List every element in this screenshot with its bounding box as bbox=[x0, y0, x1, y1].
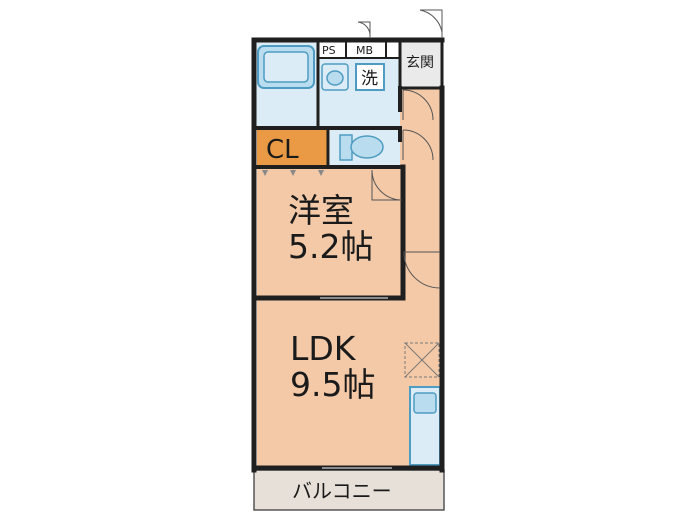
ps-label: PS bbox=[322, 44, 336, 57]
mb-box bbox=[350, 40, 386, 58]
entrance-label: 玄関 bbox=[406, 54, 434, 71]
ps-box bbox=[318, 40, 346, 58]
window-lines bbox=[320, 297, 392, 469]
western-room-name: 洋室 bbox=[288, 191, 354, 230]
walls bbox=[251, 37, 445, 473]
western-room-size: 5.2帖 bbox=[288, 227, 373, 266]
ldk-name: LDK bbox=[290, 329, 357, 368]
western-room-area bbox=[257, 167, 402, 298]
washer-label: 洗 bbox=[361, 69, 378, 89]
refrigerator-icon bbox=[404, 342, 440, 378]
door-swings bbox=[357, 9, 443, 289]
washbasin-icon bbox=[321, 63, 349, 91]
closet-area bbox=[257, 130, 327, 166]
bathtub-icon bbox=[257, 45, 315, 89]
mb-label: MB bbox=[356, 44, 373, 57]
ldk-size: 9.5帖 bbox=[290, 365, 375, 404]
closet-label: CL bbox=[266, 135, 299, 165]
washer-box bbox=[355, 63, 385, 91]
balcony-area bbox=[253, 469, 445, 511]
balcony-label: バルコニー bbox=[292, 479, 392, 503]
closet-door-markers bbox=[262, 170, 324, 176]
toilet-icon bbox=[339, 134, 384, 161]
kitchen-sink-icon bbox=[413, 392, 437, 414]
entrance-area bbox=[400, 40, 442, 88]
